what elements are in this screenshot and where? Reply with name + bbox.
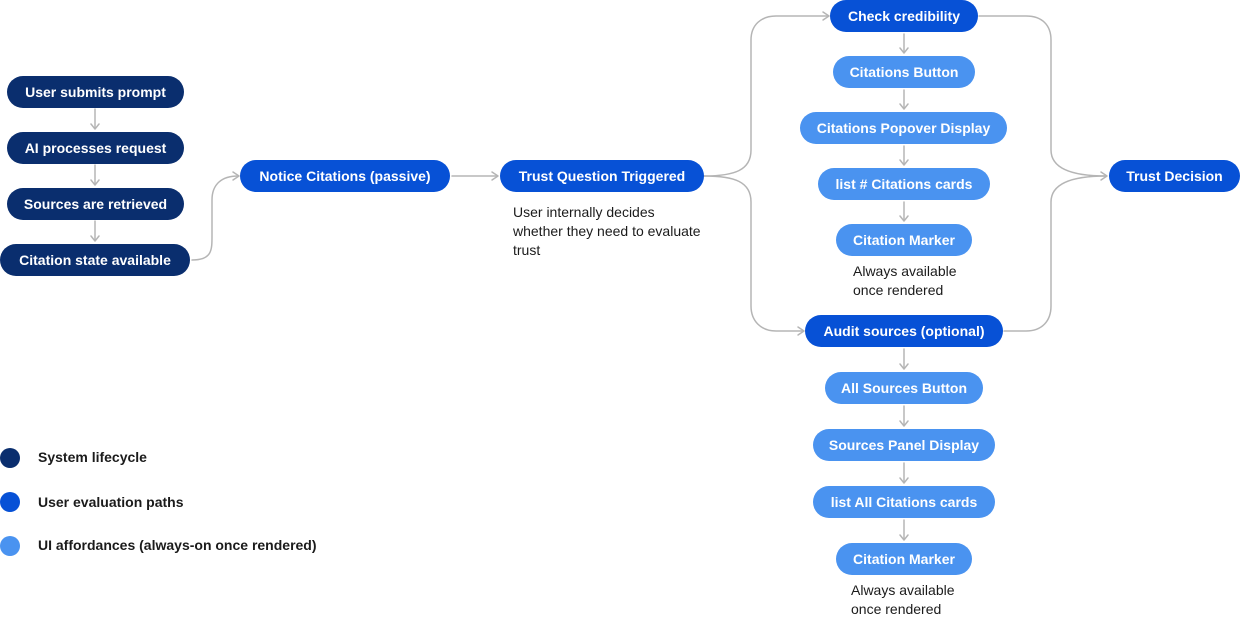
note-marker-top: Always available once rendered (853, 262, 957, 300)
connector-audit-to-decision (1003, 175, 1107, 332)
node-citation-marker-top[interactable]: Citation Marker (836, 224, 972, 256)
legend-dot-system (0, 448, 20, 468)
note-line: Always available (853, 263, 957, 279)
note-line: once rendered (851, 601, 942, 617)
node-user-submits-prompt[interactable]: User submits prompt (7, 76, 184, 108)
note-line: trust (513, 242, 541, 258)
node-trust-question-triggered[interactable]: Trust Question Triggered (500, 160, 704, 192)
node-citations-button[interactable]: Citations Button (833, 56, 975, 88)
node-citation-marker-bottom[interactable]: Citation Marker (836, 543, 972, 575)
node-all-sources-button[interactable]: All Sources Button (825, 372, 983, 404)
connector-credibility-to-decision (978, 15, 1107, 177)
node-list-all-citations-cards[interactable]: list All Citations cards (813, 486, 995, 518)
note-marker-bottom: Always available once rendered (851, 581, 955, 619)
connector-citation-state-to-notice (191, 175, 239, 261)
note-line: once rendered (853, 282, 944, 298)
note-line: User internally decides (513, 204, 655, 220)
legend-dot-ui (0, 536, 20, 556)
note-line: whether they need to evaluate (513, 223, 701, 239)
node-ai-processes-request[interactable]: AI processes request (7, 132, 184, 164)
node-sources-are-retrieved[interactable]: Sources are retrieved (7, 188, 184, 220)
legend-label-system: System lifecycle (38, 449, 147, 465)
node-list-citations-cards[interactable]: list # Citations cards (818, 168, 990, 200)
note-line: Always available (851, 582, 955, 598)
node-sources-panel-display[interactable]: Sources Panel Display (813, 429, 995, 461)
node-citations-popover-display[interactable]: Citations Popover Display (800, 112, 1007, 144)
note-trust-question: User internally decides whether they nee… (513, 203, 701, 260)
node-trust-decision[interactable]: Trust Decision (1109, 160, 1240, 192)
connector-trust-question-to-audit (703, 175, 804, 332)
connector-trust-question-to-credibility (703, 15, 829, 177)
node-check-credibility[interactable]: Check credibility (830, 0, 978, 32)
node-audit-sources[interactable]: Audit sources (optional) (805, 315, 1003, 347)
node-notice-citations[interactable]: Notice Citations (passive) (240, 160, 450, 192)
legend-dot-evaluation (0, 492, 20, 512)
node-citation-state-available[interactable]: Citation state available (0, 244, 190, 276)
legend-label-ui: UI affordances (always-on once rendered) (38, 537, 317, 553)
legend-label-evaluation: User evaluation paths (38, 494, 184, 510)
